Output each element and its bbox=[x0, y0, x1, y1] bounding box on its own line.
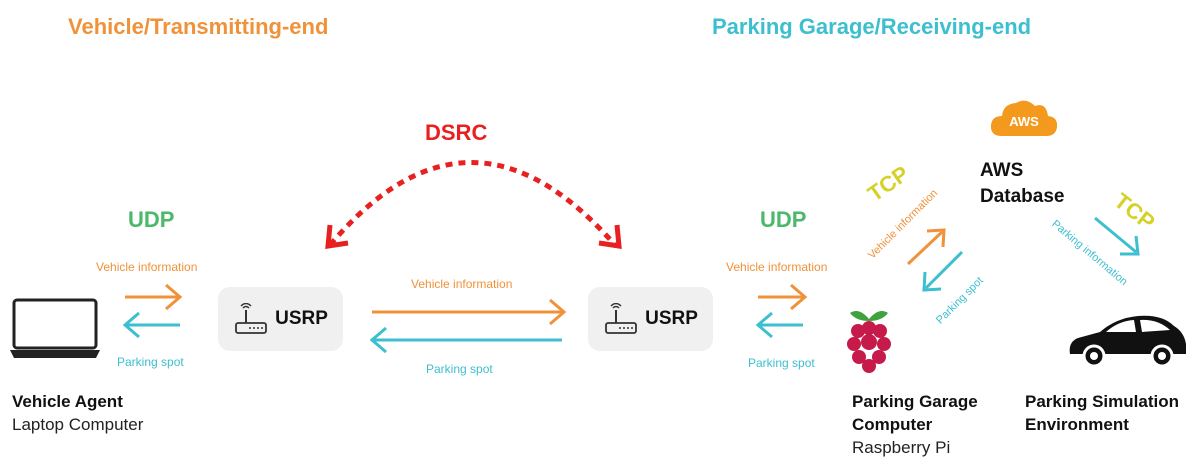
udp-right-label: UDP bbox=[760, 207, 807, 232]
aws-cloud-icon: AWS bbox=[988, 96, 1060, 138]
usrp-left-label: USRP bbox=[275, 308, 328, 329]
tcp-left-arrows bbox=[906, 228, 964, 292]
car-icon bbox=[1069, 315, 1186, 368]
vehicle-info-label-2: Vehicle information bbox=[411, 277, 513, 291]
udp-left-label: UDP bbox=[128, 207, 175, 232]
usrp-link-arrows bbox=[369, 298, 567, 354]
vehicle-agent-subtitle: Laptop Computer bbox=[12, 415, 144, 434]
router-icon bbox=[235, 303, 267, 334]
router-icon bbox=[605, 303, 637, 334]
aws-title-line2: Database bbox=[980, 186, 1065, 207]
udp-right-arrows bbox=[755, 283, 808, 339]
simulation-title-line1: Parking Simulation bbox=[1025, 392, 1179, 411]
usrp-right-node: USRP bbox=[588, 287, 713, 351]
vehicle-info-label-1: Vehicle information bbox=[96, 260, 198, 274]
parking-spot-label-3: Parking spot bbox=[748, 356, 815, 370]
usrp-left-node: USRP bbox=[218, 287, 343, 351]
usrp-right-label: USRP bbox=[645, 308, 698, 329]
parking-spot-label-2: Parking spot bbox=[426, 362, 493, 376]
parking-spot-label-1: Parking spot bbox=[117, 355, 184, 369]
dsrc-arc bbox=[328, 160, 617, 247]
transmitting-end-header: Vehicle/Transmitting-end bbox=[68, 14, 329, 39]
dsrc-left-arrowhead bbox=[325, 224, 349, 249]
dsrc-right-arrowhead bbox=[598, 224, 622, 249]
raspberry-pi-icon bbox=[847, 311, 891, 373]
simulation-title-line2: Environment bbox=[1025, 415, 1129, 434]
aws-title-line1: AWS bbox=[980, 160, 1024, 181]
dsrc-label: DSRC bbox=[425, 120, 488, 145]
garage-title-line1: Parking Garage bbox=[852, 392, 978, 411]
vehicle-info-label-3: Vehicle information bbox=[726, 260, 828, 274]
receiving-end-header: Parking Garage/Receiving-end bbox=[712, 14, 1032, 39]
udp-left-arrows bbox=[122, 283, 183, 339]
tcp-right-arrow bbox=[1094, 216, 1140, 256]
garage-subtitle: Raspberry Pi bbox=[852, 438, 951, 457]
laptop-icon bbox=[10, 298, 100, 358]
aws-badge-text: AWS bbox=[1009, 114, 1039, 129]
vehicle-agent-title: Vehicle Agent bbox=[12, 392, 123, 411]
garage-title-line2: Computer bbox=[852, 415, 933, 434]
